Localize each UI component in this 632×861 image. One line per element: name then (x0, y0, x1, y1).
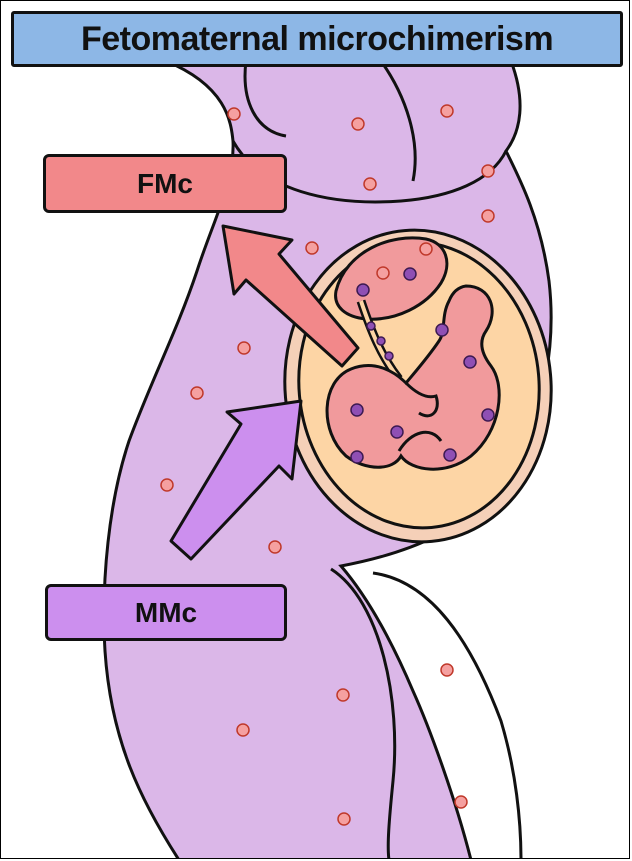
fmc-label: FMc (43, 154, 287, 213)
fetal-cell (420, 243, 432, 255)
mmc-label: MMc (45, 584, 287, 641)
maternal-cell (385, 352, 393, 360)
fetal-cell (482, 210, 494, 222)
maternal-cell (464, 356, 476, 368)
fetal-cell (191, 387, 203, 399)
maternal-cell (391, 426, 403, 438)
fetal-cell (352, 118, 364, 130)
fetal-cell (228, 108, 240, 120)
fetal-cell (364, 178, 376, 190)
fetal-cell (238, 342, 250, 354)
maternal-cell (404, 268, 416, 280)
fetal-cell (441, 664, 453, 676)
fetal-cell (161, 479, 173, 491)
fetal-cell (269, 541, 281, 553)
fetal-cell (441, 105, 453, 117)
figure-title: Fetomaternal microchimerism (11, 11, 623, 67)
maternal-cell (482, 409, 494, 421)
fetal-cell (377, 267, 389, 279)
maternal-cell (351, 451, 363, 463)
fetal-cell (455, 796, 467, 808)
maternal-cell (351, 404, 363, 416)
fmc-label-text: FMc (137, 168, 193, 200)
fetal-cell (306, 242, 318, 254)
maternal-cell (367, 322, 375, 330)
maternal-cell (377, 337, 385, 345)
maternal-cell (436, 324, 448, 336)
mmc-label-text: MMc (135, 597, 197, 629)
fetal-cell (337, 689, 349, 701)
fetal-cell (338, 813, 350, 825)
fetal-cell (237, 724, 249, 736)
maternal-cell (357, 284, 369, 296)
maternal-cell (444, 449, 456, 461)
fetal-cell (482, 165, 494, 177)
